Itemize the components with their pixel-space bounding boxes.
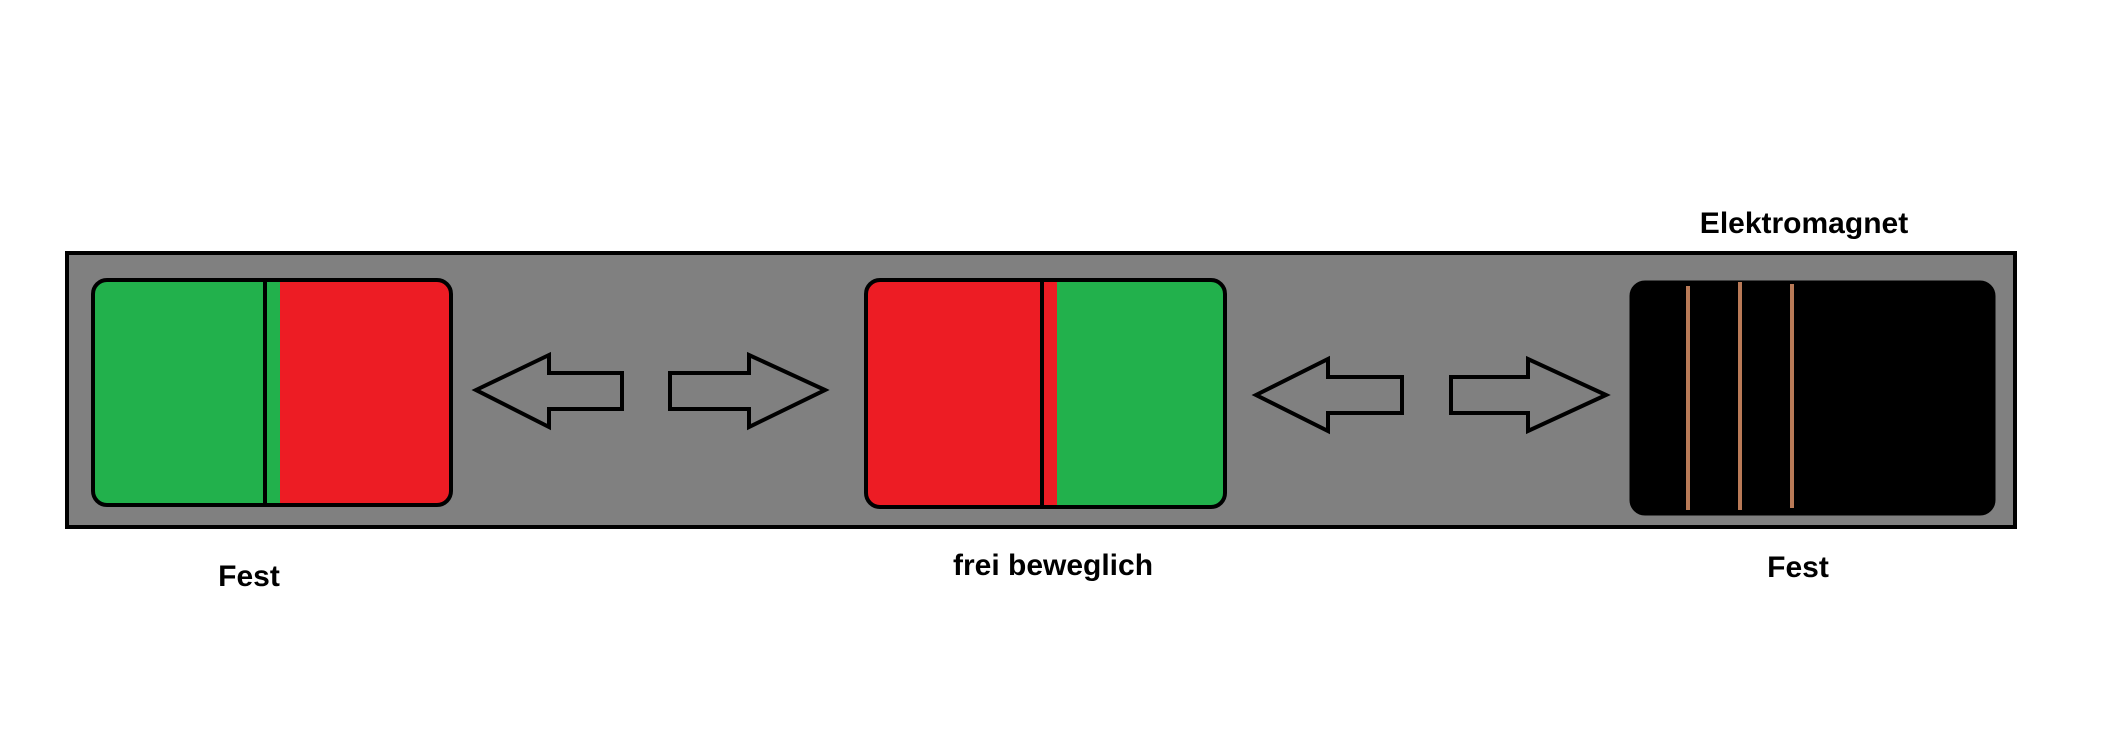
magnet-middle-pole-left — [866, 280, 1042, 507]
magnet-middle — [864, 278, 1227, 509]
label-right-fixed: Fest — [1767, 551, 1829, 584]
electromagnet-body — [1629, 280, 1996, 516]
arrow-right-icon — [1449, 355, 1611, 435]
magnet-left — [91, 278, 453, 507]
magnet-left-pole-left — [93, 280, 265, 505]
arrow-right-icon — [668, 351, 830, 431]
label-electromagnet: Elektromagnet — [1699, 207, 1909, 240]
electromagnet — [1629, 280, 1996, 516]
label-left-fixed: Fest — [218, 560, 280, 593]
magnet-left-pole-right — [265, 280, 451, 505]
magnet-middle-outline — [864, 278, 1227, 509]
label-middle-free: frei beweglich — [952, 549, 1154, 582]
magnet-middle-pole-right — [1042, 280, 1225, 507]
arrow-left-icon — [1251, 355, 1404, 435]
arrow-left-icon — [471, 351, 624, 431]
magnet-left-outline — [91, 278, 453, 507]
